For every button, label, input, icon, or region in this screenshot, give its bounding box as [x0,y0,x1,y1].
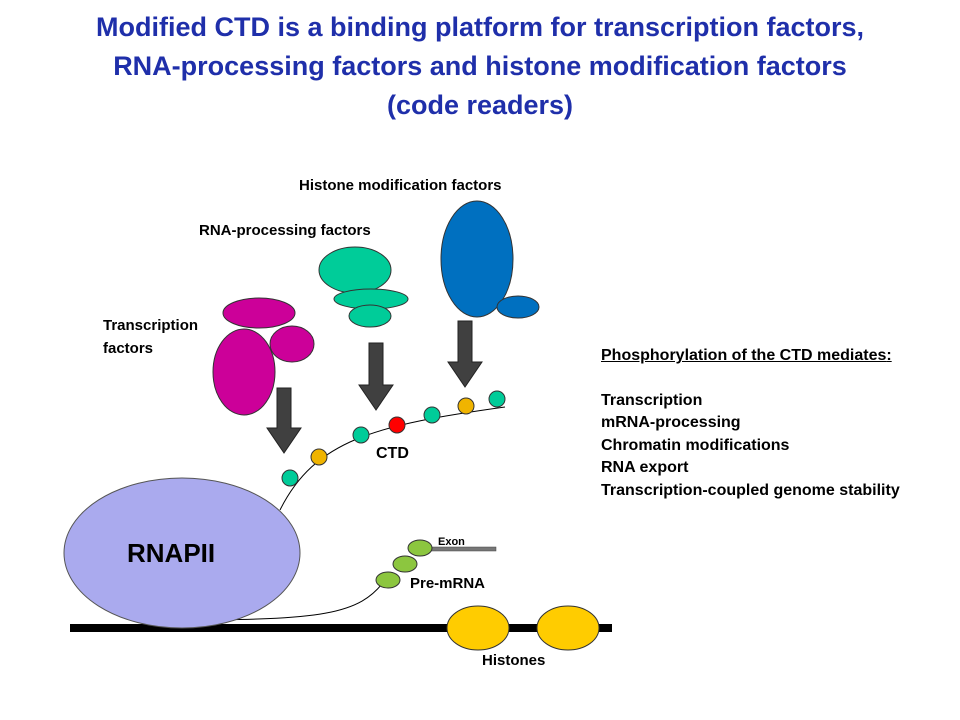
list-item: RNA export [601,459,689,476]
arrow-histone-mod-factors [447,320,483,388]
label-rna-processing-factors: RNA-processing factors [199,222,371,239]
arrow-rna-processing-factors [358,342,394,411]
label-transcription-factors-line2: factors [103,340,153,357]
ctd-bead-4 [388,416,406,434]
ctd-phosphorylation-panel: Phosphorylation of the CTD mediates: Tra… [601,345,900,502]
label-rnapii: RNAPII [127,538,215,568]
mediated-process-list: Transcription mRNA-processing Chromatin … [601,390,900,503]
rna-processing-factor-top [318,246,392,294]
label-ctd: CTD [376,445,409,462]
histone-1 [446,605,510,651]
list-item: Transcription [601,391,703,409]
histone-mod-factor-main [440,200,514,318]
label-histones: Histones [482,652,545,669]
arrow-transcription-factors [266,387,302,454]
title-line-3: (code readers) [386,90,574,120]
ctd-bead-2 [310,448,328,466]
label-histone-modification-factors: Histone modification factors [299,177,502,194]
list-item: mRNA-processing [601,414,741,431]
list-item: Chromatin modifications [601,436,790,454]
list-item: Transcription-coupled genome stability [601,481,900,499]
pre-mrna-bead-3 [407,539,433,557]
pre-mrna-bead-2 [392,555,418,573]
label-transcription-factors-line1: Transcription [103,317,198,334]
label-exon: Exon [438,536,465,548]
ctd-bead-7 [488,390,506,408]
label-pre-mrna: Pre-mRNA [410,575,485,592]
ctd-bead-6 [457,397,475,415]
histone-mod-factor-small [496,295,540,319]
transcription-factor-small [269,325,315,363]
transcription-factor-top [222,297,296,329]
title-line-2: RNA-processing factors and histone modif… [113,51,847,81]
ctd-bead-5 [423,406,441,424]
pre-mrna-bead-1 [375,571,401,589]
transcription-factor-main [212,328,276,416]
panel-heading: Phosphorylation of the CTD mediates: [601,345,900,368]
rnapii-polymerase [63,477,301,629]
panel-heading-colon: : [886,347,892,364]
ctd-bead-3 [352,426,370,444]
histone-2 [536,605,600,651]
title-line-1: Modified CTD is a binding platform for t… [95,12,865,42]
slide-title: Modified CTD is a binding platform for t… [0,8,960,125]
panel-heading-text: Phosphorylation of the CTD mediates [601,347,887,364]
ctd-bead-1 [281,469,299,487]
rna-processing-factor-bottom [348,304,392,328]
